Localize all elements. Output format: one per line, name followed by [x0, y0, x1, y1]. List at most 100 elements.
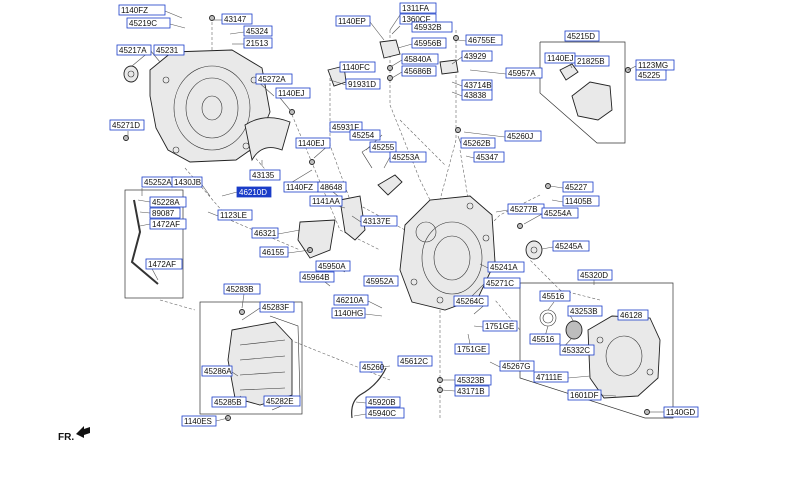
- callout-box: [223, 283, 261, 295]
- callout-box: [181, 415, 217, 427]
- callout-box: [365, 407, 405, 419]
- callout-text: 46321: [254, 229, 277, 238]
- callout-text: 1140FC: [342, 63, 370, 72]
- callout-text: 1141AA: [312, 197, 341, 206]
- callout-text: 45241A: [490, 263, 518, 272]
- callout-box: [454, 374, 492, 386]
- callout-text: 1123MG: [638, 61, 668, 70]
- callout-text: 46210A: [336, 296, 364, 305]
- callout-box: [411, 37, 447, 49]
- part-callout-45254a: 45254A: [541, 207, 579, 219]
- part-callout-91931d: 91931D: [345, 78, 381, 90]
- callout-text: 45957A: [508, 69, 536, 78]
- callout-text: 1360CF: [402, 15, 431, 24]
- callout-text: 45272A: [258, 75, 286, 84]
- part-callout-45332c: 45332C: [559, 344, 595, 356]
- callout-box: [529, 333, 561, 345]
- callout-box: [539, 290, 571, 302]
- callout-text: 45323B: [457, 376, 485, 385]
- callout-text: 45952A: [366, 277, 394, 286]
- callout-box: [453, 295, 489, 307]
- part-callout-43147: 43147: [221, 13, 253, 25]
- callout-text: 46210D: [239, 188, 267, 197]
- part-callout-46321: 46321: [251, 227, 279, 239]
- part-callout-1140es: 1140ES: [181, 415, 217, 427]
- part-callout-45277b: 45277B: [507, 203, 545, 215]
- callout-box: [617, 309, 649, 321]
- callout-text: 45254: [352, 131, 375, 140]
- part-callout-45320d: 45320D: [577, 269, 613, 281]
- part-callout-45283b: 45283B: [223, 283, 261, 295]
- callout-text: 1140ES: [184, 417, 212, 426]
- callout-box: [333, 294, 369, 306]
- callout-text: 45612C: [400, 357, 428, 366]
- callout-text: 1472AF: [152, 220, 180, 229]
- callout-box: [109, 119, 145, 131]
- callout-text: 1311FA: [402, 4, 430, 13]
- callout-text: 1140EJ: [298, 139, 325, 148]
- bearing-45332c: [565, 320, 583, 340]
- part-callout-1123le: 1123LE: [217, 209, 253, 221]
- part-callout-1141aa: 1141AA: [309, 195, 343, 207]
- callout-text: 45283B: [226, 285, 254, 294]
- callout-box: [559, 344, 595, 356]
- rear-cover: [587, 315, 661, 399]
- part-callout-45956b: 45956B: [411, 37, 447, 49]
- callout-text: 45277B: [510, 205, 538, 214]
- callout-text: 1123LE: [220, 211, 247, 220]
- callout-box: [574, 55, 610, 67]
- part-callout-1751ge: 1751GE: [482, 320, 518, 332]
- callout-box: [663, 406, 699, 418]
- bracket-group-frame: [539, 41, 626, 144]
- callout-box: [401, 53, 439, 65]
- part-callout-45932b: 45932B: [411, 21, 453, 33]
- callout-box: [149, 218, 187, 230]
- callout-text: 45271C: [486, 279, 514, 288]
- callout-box: [504, 130, 542, 142]
- callout-box: [533, 371, 569, 383]
- callout-text: 45260J: [507, 132, 533, 141]
- part-callout-46128: 46128: [617, 309, 649, 321]
- callout-text: 45254A: [544, 209, 572, 218]
- callout-text: 45231: [156, 46, 179, 55]
- part-callout-45215d: 45215D: [564, 30, 600, 42]
- part-callout-45272a: 45272A: [255, 73, 293, 85]
- o-ring-45516: [539, 309, 557, 327]
- callout-text: 45686B: [404, 67, 432, 76]
- callout-box: [389, 151, 427, 163]
- callout-box: [487, 261, 525, 273]
- part-callout-48648: 48648: [317, 181, 347, 193]
- part-callout-21513: 21513: [243, 37, 273, 49]
- part-callout-43253b: 43253B: [567, 305, 603, 317]
- part-callout-45228a: 45228A: [149, 196, 187, 208]
- callout-box: [552, 240, 590, 252]
- valve-body: [227, 321, 293, 406]
- part-callout-46210d: 46210D: [236, 186, 272, 198]
- callout-box: [126, 17, 171, 29]
- part-callout-1472af: 1472AF: [149, 218, 187, 230]
- callout-box: [315, 260, 351, 272]
- callout-text: 45255: [372, 143, 395, 152]
- part-callout-45686b: 45686B: [401, 65, 437, 77]
- callout-text: 48648: [320, 183, 343, 192]
- part-callout-1140ej: 1140EJ: [275, 87, 311, 99]
- manual-lever: [377, 174, 403, 196]
- callout-box: [153, 44, 185, 56]
- callout-text: 89087: [152, 209, 175, 218]
- part-callout-46155: 46155: [259, 246, 289, 258]
- callout-text: 1601DF: [570, 391, 599, 400]
- part-callout-45840a: 45840A: [401, 53, 439, 65]
- callout-box: [541, 207, 579, 219]
- front-arrow-icon: [76, 426, 90, 438]
- part-callout-43714b: 43714B: [461, 79, 493, 91]
- callout-box: [329, 121, 363, 133]
- callout-text: 1140FZ: [121, 6, 148, 15]
- part-callout-1123mg: 1123MG: [635, 59, 675, 71]
- callout-box: [275, 87, 311, 99]
- callout-text: 1140GD: [666, 408, 695, 417]
- callout-box: [149, 207, 181, 219]
- callout-text: 45252A: [144, 178, 172, 187]
- breather-tube: [130, 199, 159, 285]
- part-callout-45516: 45516: [529, 333, 561, 345]
- part-callout-45286a: 45286A: [201, 365, 233, 377]
